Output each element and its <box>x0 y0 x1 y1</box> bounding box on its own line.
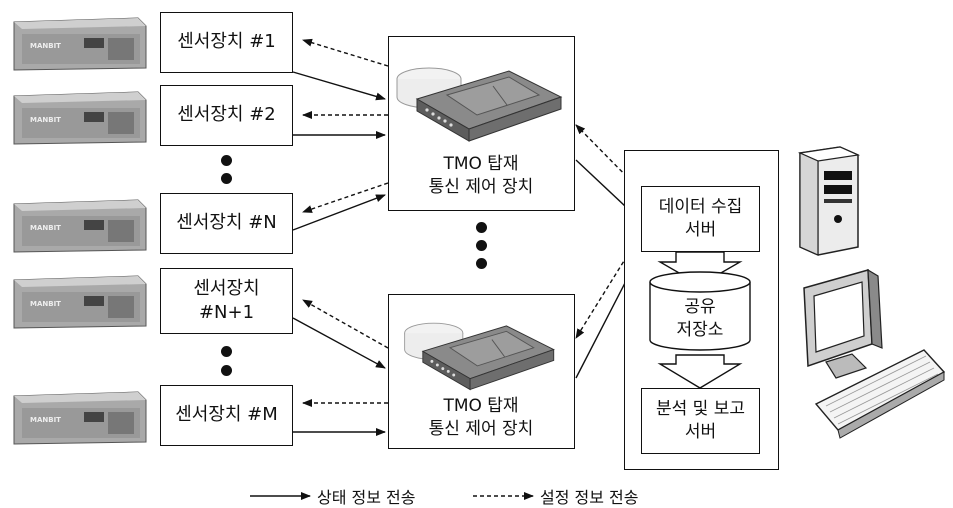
analysis-report-server-box: 분석 및 보고 서버 <box>641 388 760 454</box>
legend-solid-label: 상태 정보 전송 <box>317 484 416 508</box>
legend-dashed-label: 설정 정보 전송 <box>540 484 639 508</box>
shared-storage-label: 공유 저장소 <box>650 296 750 342</box>
server-tower-icon <box>794 143 864 258</box>
data-collection-server-box: 데이터 수집 서버 <box>641 186 760 252</box>
workstation-icon <box>796 268 946 448</box>
